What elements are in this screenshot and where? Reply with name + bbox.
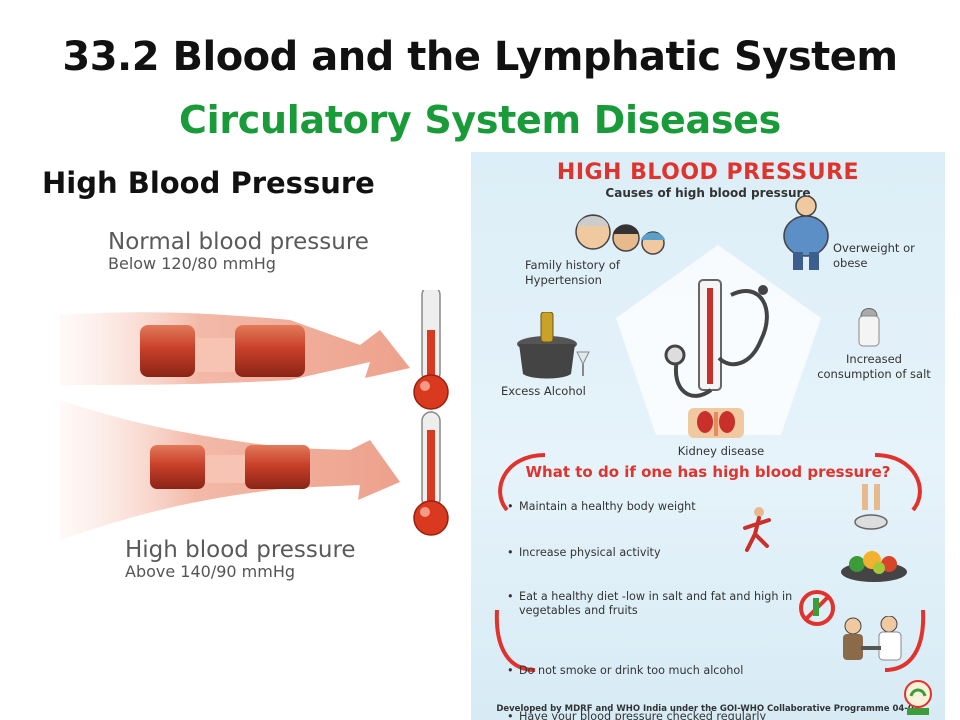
kidney-icon [688,408,744,438]
high-tube-notch [205,455,245,483]
family-icon [575,214,665,255]
normal-bp-title: Normal blood pressure [108,229,369,255]
normal-thermometer [413,290,449,410]
slide-subtitle: Circulatory System Diseases [179,98,781,142]
healthy-food-icon [841,551,907,582]
weighing-scale-icon [854,484,888,530]
cause-family-history: Family history of Hypertension [525,258,620,287]
normal-tube-right [235,325,305,377]
poster-causes-heading: Causes of high blood pressure [605,186,811,200]
overweight-person-icon [783,195,829,270]
high-thermometer [413,411,449,536]
tip-item: Do not smoke or drink too much alcohol [507,664,827,678]
cause-kidney: Kidney disease [677,444,765,458]
doctor-checkup-icon [843,616,902,661]
high-blood-pressure-poster: HIGH BLOOD PRESSURE Causes of high blood… [471,152,945,720]
slide-title: 33.2 Blood and the Lymphatic System [62,34,898,80]
normal-tube-notch [195,338,235,372]
pentagon-graphic [616,245,821,435]
cause-salt: Increased consumption of salt [817,352,931,381]
running-person-icon [743,507,771,552]
normal-bp-label: Normal blood pressure Below 120/80 mmHg [108,230,369,273]
alcohol-icon [517,312,590,379]
normal-bp-value: Below 120/80 mmHg [108,254,276,273]
salt-shaker-icon [858,308,880,347]
section-heading: High Blood Pressure [42,166,375,200]
high-bp-value: Above 140/90 mmHg [125,562,296,581]
tip-item: Increase physical activity [507,546,827,560]
high-bp-label: High blood pressure Above 140/90 mmHg [125,538,356,581]
tip-item: Have your blood pressure checked regular… [507,710,827,720]
cause-alcohol: Excess Alcohol [501,384,586,398]
stethoscope-icon [717,289,769,367]
tips-list: Maintain a healthy body weight Increase … [507,500,827,720]
tip-item: Maintain a healthy body weight [507,500,827,514]
poster-footer: Developed by MDRF and WHO India under th… [496,704,920,714]
high-tube-left [150,445,205,489]
normal-vessel-illustration [60,290,449,410]
organization-logo [904,680,932,715]
what-to-do-heading: What to do if one has high blood pressur… [525,463,891,481]
high-tube-right [245,445,310,489]
high-vessel-illustration [60,400,449,540]
poster-title: HIGH BLOOD PRESSURE [556,160,860,185]
no-smoking-icon [799,590,835,626]
high-bp-title: High blood pressure [125,537,356,563]
tip-item: Eat a healthy diet -low in salt and fat … [507,590,807,618]
cause-overweight: Overweight or obese [833,241,915,270]
normal-tube-left [140,325,195,377]
